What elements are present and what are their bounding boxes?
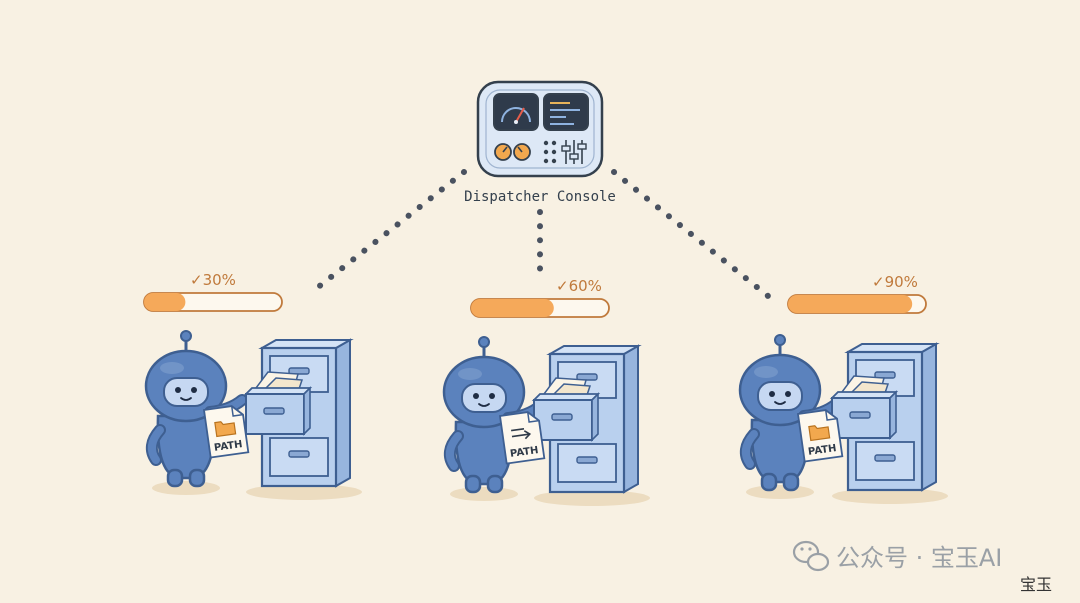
worker-3-progress-fill	[788, 295, 913, 313]
worker-1-progress-label: ✓30%	[190, 271, 236, 289]
watermark: 公众号 · 宝玉AI 宝玉	[792, 540, 1052, 594]
worker-2-path-label: PATH	[509, 445, 539, 460]
worker-2: ✓60% PATH	[444, 277, 652, 508]
watermark-text: 公众号 · 宝玉AI	[836, 544, 1002, 572]
wechat-icon	[792, 540, 830, 572]
gauge-screen-icon	[493, 93, 539, 131]
worker-2-file-cabinet	[532, 344, 652, 508]
worker-1-path-document: PATH	[203, 403, 250, 459]
worker-2-progress-fill	[471, 299, 554, 317]
worker-1-file-cabinet	[244, 338, 364, 502]
dispatcher-console: Dispatcher Console	[464, 80, 616, 205]
worker-2-progress-bar	[470, 298, 610, 318]
worker-3-file-cabinet	[830, 342, 950, 506]
worker-3: ✓90% PATH	[740, 273, 950, 506]
slider-controls-icon	[561, 140, 587, 164]
worker-3-path-document: PATH	[797, 407, 844, 463]
worker-3-progress-bar	[787, 294, 927, 314]
dial-knob-icon	[494, 143, 531, 161]
connector-right	[611, 169, 771, 299]
terminal-screen-icon	[543, 93, 589, 131]
button-grid-icon	[543, 140, 557, 164]
worker-3-progress-label: ✓90%	[872, 273, 918, 291]
worker-2-progress-label: ✓60%	[556, 277, 602, 295]
connector-left	[309, 169, 467, 295]
console-label: Dispatcher Console	[464, 189, 616, 205]
worker-3-path-label: PATH	[807, 443, 837, 458]
worker-1-progress-fill	[144, 293, 186, 311]
watermark-stamp: 宝玉	[1020, 575, 1052, 594]
worker-2-path-document: PATH	[499, 409, 546, 465]
worker-1-progress-bar	[143, 292, 283, 312]
worker-1: ✓30% PATH	[143, 271, 364, 502]
worker-1-path-label: PATH	[213, 439, 243, 454]
